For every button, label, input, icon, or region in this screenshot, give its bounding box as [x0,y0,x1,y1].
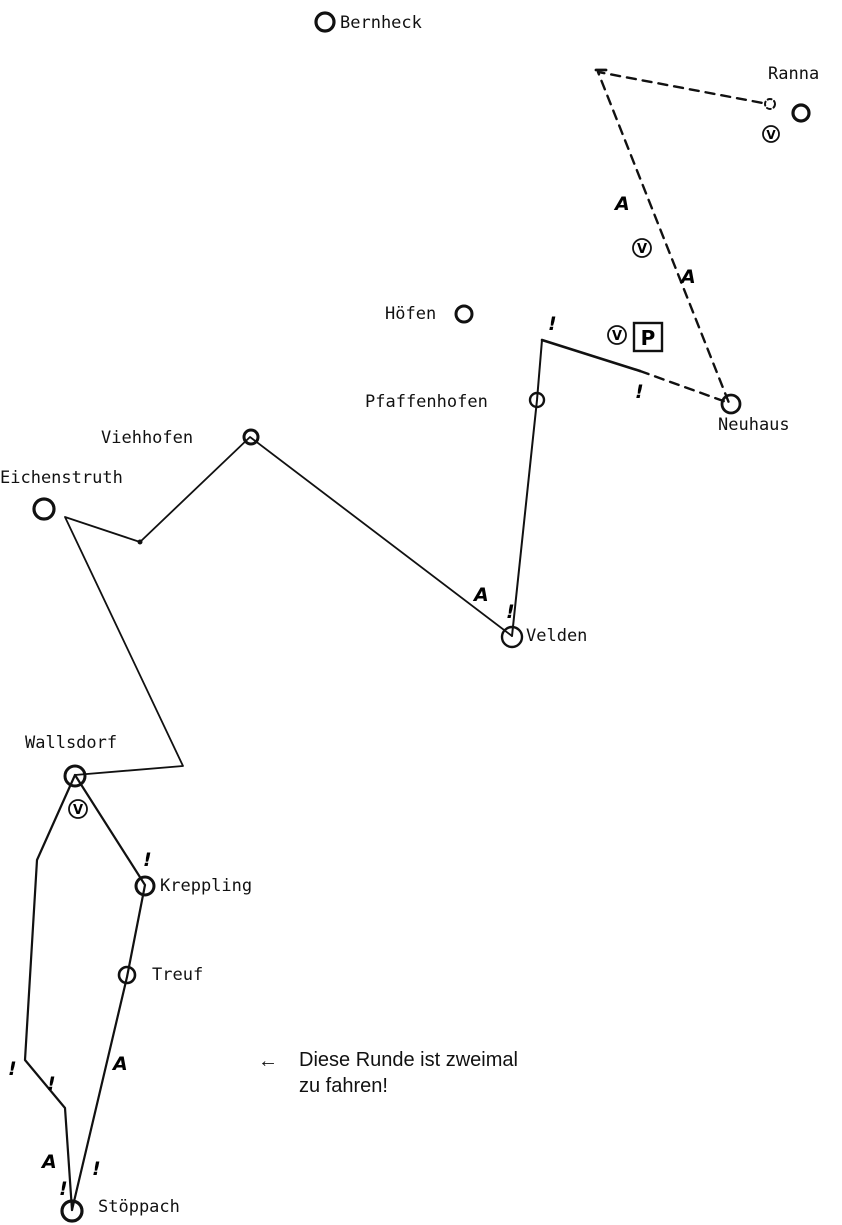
route-dashed-neuhaus [596,70,770,405]
exclamation-marker: ! [59,1178,68,1200]
note-line-1: Diese Runde ist zweimal [299,1049,518,1071]
a-marker: A [472,584,489,606]
note-line-2: zu fahren! [299,1075,388,1097]
place-label-treuf: Treuf [152,965,203,985]
place-circle-velden [500,625,524,649]
exclamation-marker: ! [635,381,644,403]
place-label-stoeppach: Stöppach [98,1197,180,1217]
small-dashed-ring [764,98,776,110]
a-marker: A [111,1053,128,1075]
place-circle-stoeppach [60,1199,84,1223]
route-dot [137,539,143,545]
route-stoeppach-kreppling [70,773,147,1212]
route-velden-pfaffenhofen [511,339,543,637]
v-marker: V [762,125,780,143]
v-marker: V [632,238,652,258]
parking-marker: P [632,321,664,353]
svg-text:P: P [641,326,656,350]
exclamation-marker: ! [506,601,515,623]
v-marker: V [68,799,88,819]
place-label-kreppling: Kreppling [160,876,252,896]
a-markers: A A A A A [40,193,696,1173]
a-marker: A [679,266,696,288]
exclamation-marker: ! [92,1158,101,1180]
note-arrow: ← [258,1050,278,1072]
place-circle-bernheck [314,11,336,33]
place-circle-treuf [117,965,137,985]
exclamation-marker: ! [8,1058,17,1080]
v-marker: V [607,325,627,345]
place-label-pfaffenhofen: Pfaffenhofen [365,392,488,412]
place-circle-eichenstruth [32,497,56,521]
place-circle-neuhaus [720,393,742,415]
route-west-loop [23,773,77,1212]
route-note: ← Diese Runde ist zweimal zu fahren! [258,1049,518,1097]
exclamation-marker: ! [548,313,557,335]
place-label-hoefen: Höfen [385,304,436,324]
place-circle-hoefen [454,304,474,324]
place-label-bernheck: Bernheck [340,13,422,33]
route-wallsdorf-velden [64,436,513,776]
place-label-eichenstruth: Eichenstruth [0,468,123,488]
route-to-p [540,338,642,373]
place-labels: Bernheck Ranna Höfen Pfaffenhofen Neuhau… [0,13,819,1217]
place-circle-wallsdorf [63,764,87,788]
svg-text:V: V [637,242,647,257]
exclamation-markers: ! ! ! ! ! ! ! ! [8,313,644,1200]
place-circle-pfaffenhofen [528,391,546,409]
svg-text:V: V [766,128,776,142]
route-lines [23,68,776,1212]
exclamation-marker: ! [143,849,152,871]
v-markers: V V V V [68,125,780,819]
place-circle-kreppling [134,875,156,897]
place-label-wallsdorf: Wallsdorf [25,733,117,753]
exclamation-marker: ! [47,1073,56,1095]
svg-text:V: V [73,803,83,818]
a-marker: A [613,193,630,215]
place-label-neuhaus: Neuhaus [718,415,790,435]
svg-text:V: V [612,329,622,344]
place-label-ranna: Ranna [768,64,819,84]
place-label-velden: Velden [526,626,587,646]
place-label-viehhofen: Viehhofen [101,428,193,448]
place-circle-ranna [791,103,811,123]
place-circle-viehhofen [242,428,260,446]
a-marker: A [40,1151,57,1173]
place-circles [32,11,811,1223]
